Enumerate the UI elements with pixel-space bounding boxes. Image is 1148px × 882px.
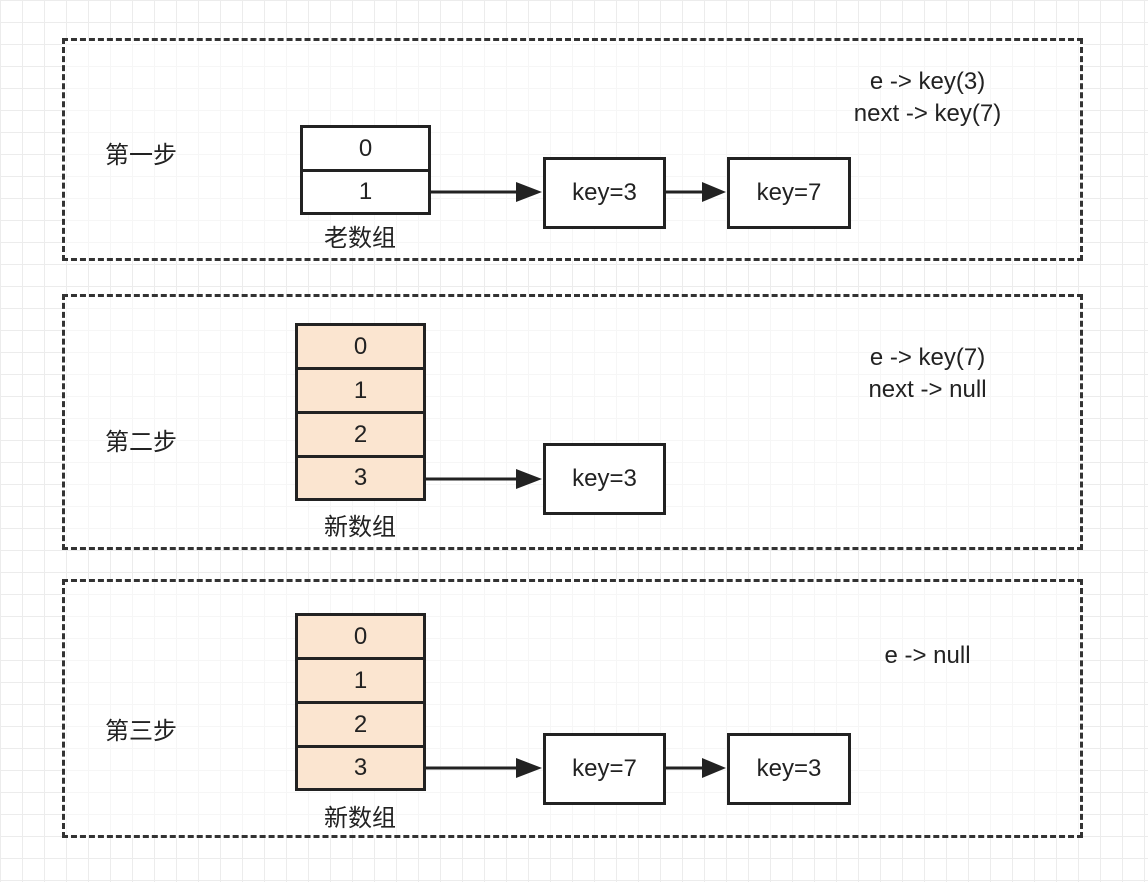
- step-1-note-line-1: e -> key(3): [869, 68, 986, 95]
- step-2-node-1: key=3: [543, 443, 666, 515]
- array-cell-0: 0: [298, 326, 423, 370]
- array-cell-0: 0: [303, 128, 428, 172]
- step-2-note: e -> key(7) next -> null: [820, 342, 1035, 406]
- step-2-note-line-1: e -> key(7): [869, 344, 986, 371]
- step-1-array-label: 老数组: [324, 225, 396, 252]
- step-1-label: 第一步: [105, 142, 177, 169]
- step-3-array-label: 新数组: [324, 805, 396, 832]
- step-1-note-line-2: next -> key(7): [853, 100, 1002, 127]
- new-array-step-2: 0 1 2 3: [295, 323, 426, 501]
- array-cell-2: 2: [298, 704, 423, 748]
- array-cell-3: 3: [298, 458, 423, 498]
- step-1-node-1: key=3: [543, 157, 666, 229]
- step-2-array-label: 新数组: [324, 514, 396, 541]
- step-3-note: e -> null: [820, 640, 1035, 672]
- array-cell-1: 1: [303, 172, 428, 212]
- array-cell-1: 1: [298, 370, 423, 414]
- new-array-step-3: 0 1 2 3: [295, 613, 426, 791]
- array-cell-3: 3: [298, 748, 423, 788]
- step-3-panel: [62, 579, 1083, 838]
- step-3-label: 第三步: [105, 718, 177, 745]
- array-cell-2: 2: [298, 414, 423, 458]
- step-2-label: 第二步: [105, 429, 177, 456]
- old-array: 0 1: [300, 125, 431, 215]
- step-3-node-1: key=7: [543, 733, 666, 805]
- step-3-note-line-1: e -> null: [884, 642, 971, 669]
- array-cell-1: 1: [298, 660, 423, 704]
- array-cell-0: 0: [298, 616, 423, 660]
- step-1-note: e -> key(3) next -> key(7): [820, 66, 1035, 130]
- step-2-note-line-2: next -> null: [868, 376, 987, 403]
- step-1-node-2: key=7: [727, 157, 851, 229]
- step-3-node-2: key=3: [727, 733, 851, 805]
